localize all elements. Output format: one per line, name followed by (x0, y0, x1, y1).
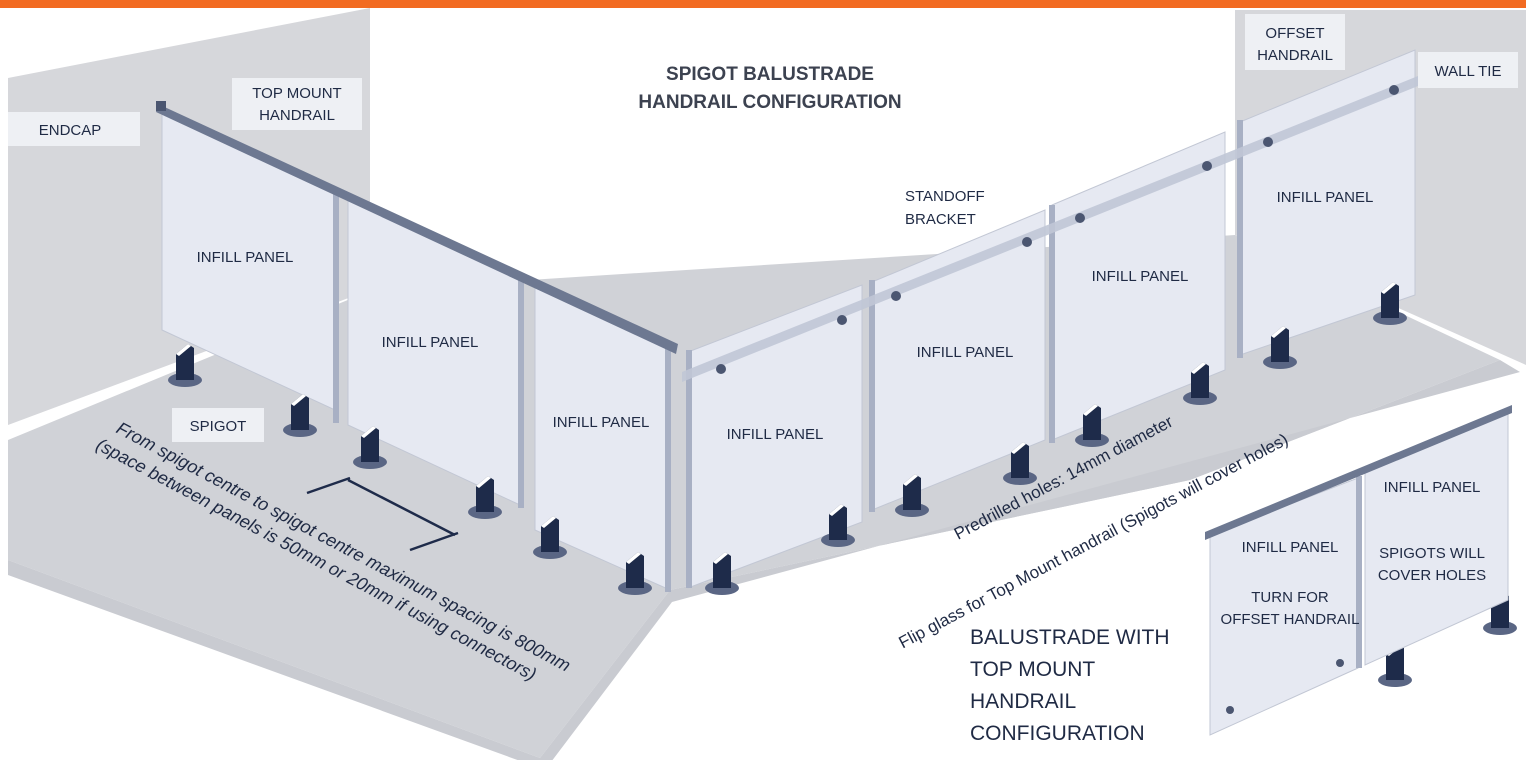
offset-handrail (682, 76, 1418, 382)
label-box-wall-tie (1418, 52, 1518, 88)
panel-edge (869, 280, 875, 512)
panel-edge (1237, 120, 1243, 358)
caption-line-2: TOP MOUNT (970, 658, 1095, 681)
infill-panel-label: INFILL PANEL (727, 426, 824, 443)
title-line-2: HANDRAIL CONFIGURATION (638, 92, 901, 113)
spigot-icon (1183, 362, 1217, 405)
infill-panel-label: INFILL PANEL (1092, 268, 1189, 285)
infill-panel-label: INFILL PANEL (1277, 189, 1374, 206)
panel-edge (333, 188, 339, 423)
panel-edge (1049, 205, 1055, 443)
spigot-icon (895, 474, 929, 517)
inset-cover-label-1: SPIGOTS WILL (1379, 545, 1485, 562)
offset-label-2: HANDRAIL (1257, 47, 1333, 64)
standoff-label-2: BRACKET (905, 211, 976, 228)
spigot-icon (168, 344, 202, 387)
label-box-spigot (172, 408, 264, 442)
infill-panel-label: INFILL PANEL (197, 249, 294, 266)
spigot-icon (1003, 442, 1037, 485)
endcap-marker (156, 101, 166, 111)
inset-cover-label-2: COVER HOLES (1378, 567, 1486, 584)
offset-label-1: OFFSET (1265, 25, 1324, 42)
panel-edge (1356, 476, 1362, 668)
spigot-icon (1075, 404, 1109, 447)
header-accent-bar (0, 0, 1526, 8)
standoff-label-1: STANDOFF (905, 188, 985, 205)
spigot-label: SPIGOT (190, 418, 247, 435)
wall-tie-label: WALL TIE (1435, 63, 1502, 80)
top-mount-handrail (156, 104, 678, 354)
caption-line-1: BALUSTRADE WITH (970, 626, 1170, 649)
caption-line-4: CONFIGURATION (970, 722, 1145, 745)
caption-line-3: HANDRAIL (970, 690, 1076, 713)
top-mount-label-1: TOP MOUNT (252, 85, 341, 102)
inset-handrail (1205, 405, 1512, 540)
standoff-brackets (716, 85, 1399, 374)
label-box-offset (1245, 14, 1345, 70)
panel-edge (665, 346, 671, 592)
panel-edge (518, 276, 524, 508)
infill-panel-label: INFILL PANEL (917, 344, 1014, 361)
spacing-dimension (306, 476, 459, 552)
spigot-icon (821, 504, 855, 547)
inset-diagram: INFILL PANEL INFILL PANEL TURN FOR OFFSE… (1205, 405, 1512, 736)
inset-turn-label-1: TURN FOR (1251, 589, 1329, 606)
inset-turn-label-2: OFFSET HANDRAIL (1221, 611, 1360, 628)
spigot-icon (618, 552, 652, 595)
inset-panel-label-1: INFILL PANEL (1242, 539, 1339, 556)
top-mount-label-2: HANDRAIL (259, 107, 335, 124)
infill-panel-label: INFILL PANEL (553, 414, 650, 431)
spigot-icon (705, 552, 739, 595)
label-box-top-mount (232, 78, 362, 130)
spigot-icon (533, 516, 567, 559)
endcap-label: ENDCAP (39, 122, 102, 139)
inset-glass-panel (1209, 477, 1359, 736)
infill-panel-label: INFILL PANEL (382, 334, 479, 351)
inset-hole (1226, 706, 1234, 714)
panel-edge (686, 350, 692, 588)
inset-panel-label-2: INFILL PANEL (1384, 479, 1481, 496)
spigot-icon (283, 394, 317, 437)
inset-hole (1336, 659, 1344, 667)
spigot-icon (468, 476, 502, 519)
spigot-icon (1373, 282, 1407, 325)
label-box-endcap (8, 112, 140, 146)
spigot-icon (353, 426, 387, 469)
title-line-1: SPIGOT BALUSTRADE (666, 64, 874, 85)
spigot-icon (1263, 326, 1297, 369)
